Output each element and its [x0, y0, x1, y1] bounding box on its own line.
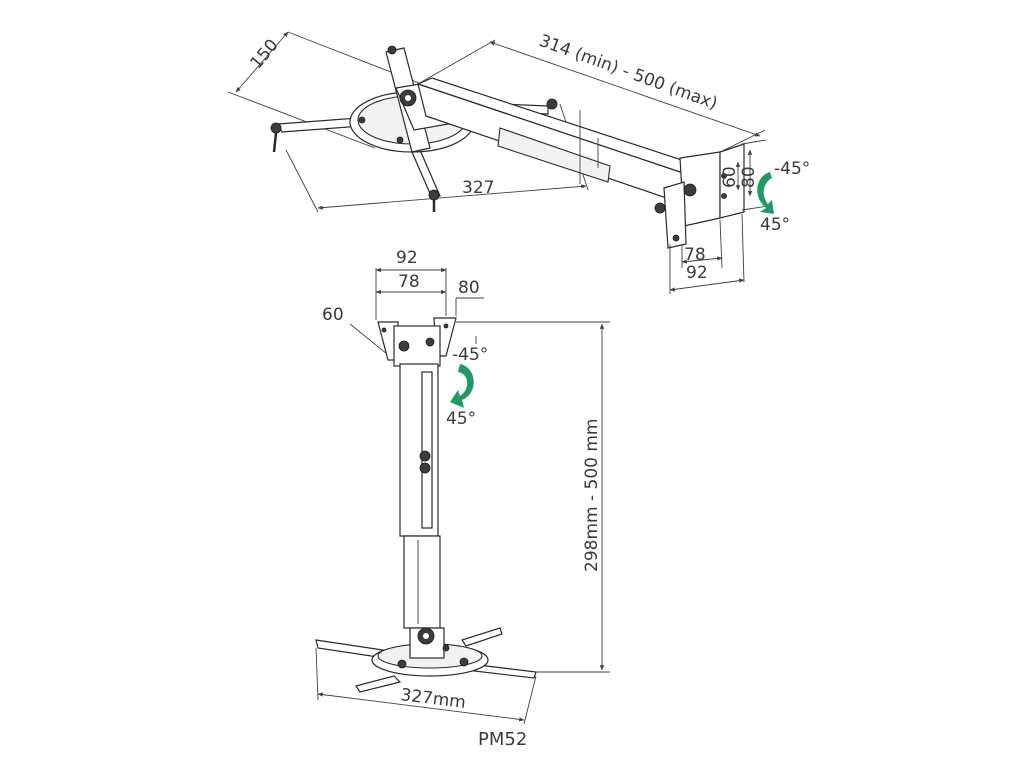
front-column — [399, 363, 441, 629]
tilt-arrow-front-icon — [450, 364, 474, 408]
dim-78-top-label: 78 — [684, 245, 706, 265]
projector-bracket — [654, 143, 745, 249]
isometric-view: 150 314 (min) - 500 (max) 327 — [227, 31, 810, 294]
dim-92-78-front-lines — [375, 267, 447, 320]
front-top-bracket — [377, 317, 457, 367]
tilt-pos-label-front: 45° — [446, 409, 476, 429]
dim-height-label: 298mm - 500 mm — [582, 419, 602, 572]
dim-327-front-lines — [315, 647, 537, 725]
dim-60-front-label: 60 — [322, 305, 344, 325]
dim-arm-length-label: 314 (min) - 500 (max) — [536, 31, 720, 114]
tilt-arrow-icon — [757, 172, 774, 214]
dim-80-label: 80 — [739, 166, 759, 188]
dim-78-front-label: 78 — [398, 272, 420, 292]
dim-92-top-label: 92 — [686, 263, 708, 283]
dim-60-label: 60 — [720, 166, 740, 188]
dim-327-top-label: 327 — [462, 178, 494, 198]
tilt-neg-label-top: -45° — [774, 159, 810, 179]
dim-60-front-line — [349, 323, 393, 359]
dim-327-front-label: 327mm — [399, 685, 467, 713]
telescopic-arm — [416, 77, 708, 207]
dim-80-front-lines — [455, 297, 484, 316]
front-view: 92 78 80 60 -45° 45° — [315, 248, 610, 750]
model-label: PM52 — [478, 729, 527, 750]
tilt-pos-label-top: 45° — [760, 215, 790, 235]
dim-92-front-label: 92 — [396, 248, 418, 268]
tilt-neg-label-front: -45° — [452, 345, 488, 365]
dim-80-front-label: 80 — [458, 278, 480, 298]
dim-78-92-lines — [669, 213, 745, 294]
dim-height-lines — [456, 321, 610, 673]
dim-150-label: 150 — [247, 35, 283, 73]
dim-60-80-lines — [735, 139, 769, 211]
dim-150-lines — [227, 31, 443, 149]
front-base-plate — [315, 627, 537, 693]
